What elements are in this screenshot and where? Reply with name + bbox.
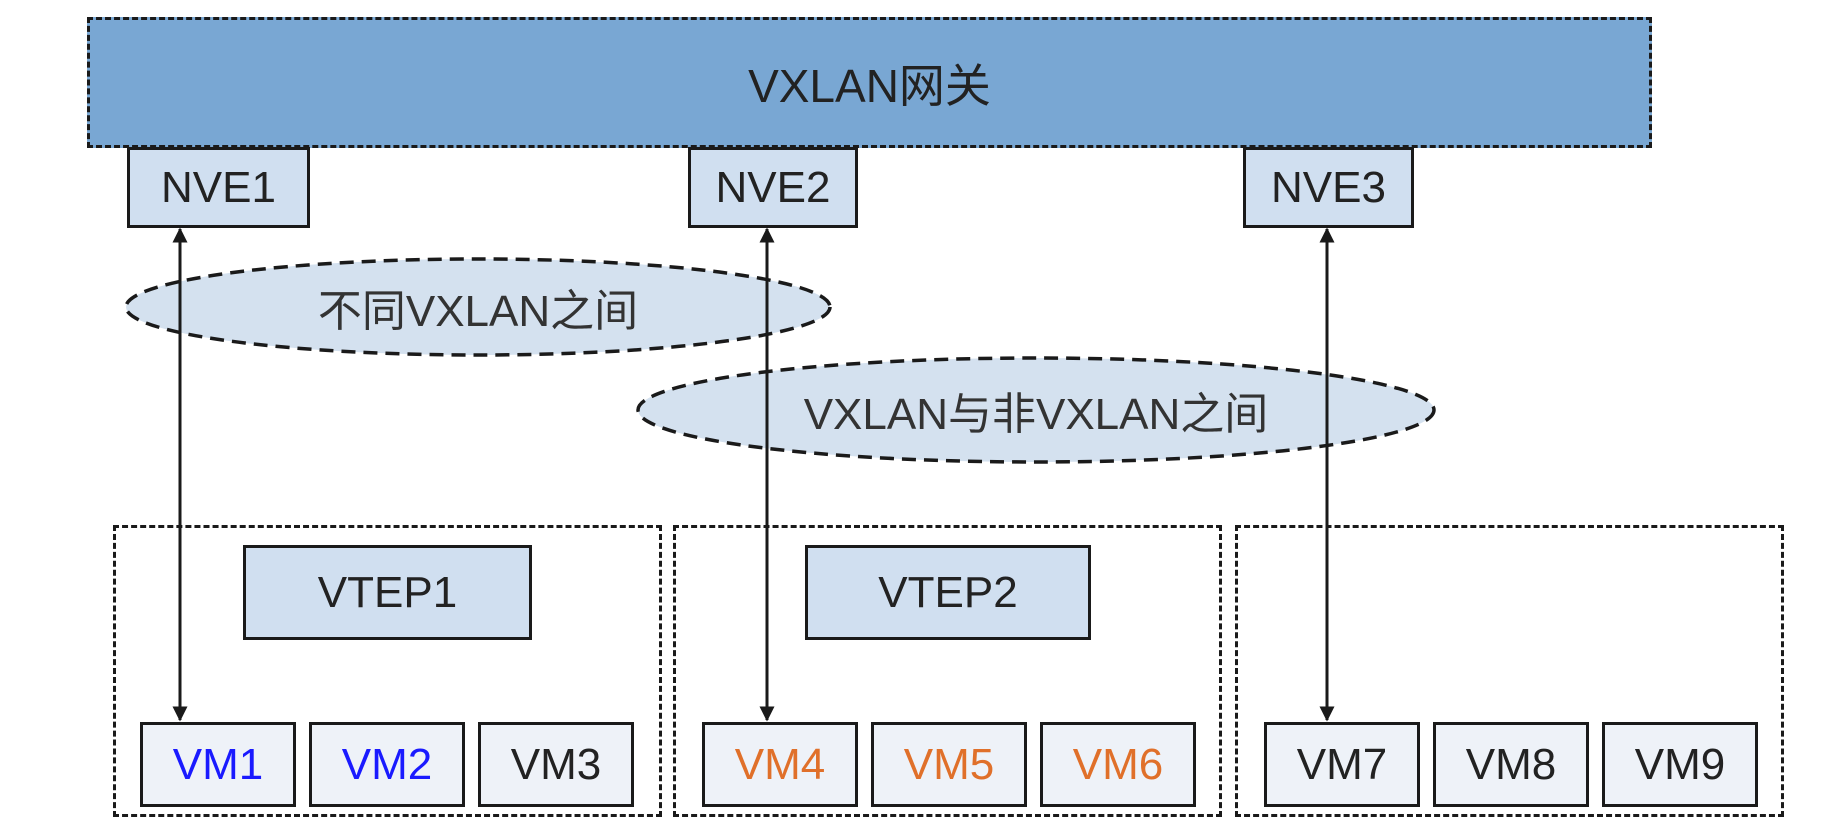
vm9-label: VM9: [1634, 739, 1726, 789]
gateway-label: VXLAN网关: [748, 59, 991, 112]
vxlan-gateway: VXLAN网关: [87, 17, 1652, 148]
vm7-label: VM7: [1296, 739, 1388, 789]
nve2-label: NVE2: [715, 162, 831, 212]
vm1-label: VM1: [172, 739, 264, 789]
nve3-label: NVE3: [1271, 162, 1386, 212]
vm8-label: VM8: [1465, 739, 1557, 789]
vxlan-nonvxlan-ellipse: [636, 356, 1436, 464]
nve3-box: NVE3: [1243, 147, 1414, 228]
vtep2-label: VTEP2: [878, 567, 1018, 617]
vm2-box: VM2: [309, 722, 465, 807]
vtep1-box: VTEP1: [243, 545, 532, 640]
vxlan-nonvxlan-label-box: VXLAN与非VXLAN之间: [640, 380, 1432, 440]
vtep1-group: [113, 525, 662, 817]
vm9-box: VM9: [1602, 722, 1758, 807]
between-vxlan-ellipse: [124, 257, 832, 357]
nve2-box: NVE2: [688, 147, 858, 228]
between-vxlan-label-box: 不同VXLAN之间: [128, 277, 828, 337]
vm3-label: VM3: [510, 739, 602, 789]
vm1-box: VM1: [140, 722, 296, 807]
nve1-box: NVE1: [127, 147, 310, 228]
vm7-box: VM7: [1264, 722, 1420, 807]
vm4-label: VM4: [734, 739, 826, 789]
between-vxlan-label: 不同VXLAN之间: [317, 287, 639, 336]
vtep1-label: VTEP1: [317, 567, 458, 617]
vxlan-nonvxlan-label: VXLAN与非VXLAN之间: [803, 390, 1269, 439]
vm3-box: VM3: [478, 722, 634, 807]
vm2-label: VM2: [341, 739, 433, 789]
vm8-box: VM8: [1433, 722, 1589, 807]
vm6-label: VM6: [1072, 739, 1164, 789]
vtep2-group: [673, 525, 1222, 817]
vm5-label: VM5: [903, 739, 995, 789]
nve1-label: NVE1: [161, 162, 276, 212]
vtep2-box: VTEP2: [805, 545, 1091, 640]
vm6-box: VM6: [1040, 722, 1196, 807]
non-vxlan-group: [1235, 525, 1784, 817]
vm5-box: VM5: [871, 722, 1027, 807]
vm4-box: VM4: [702, 722, 858, 807]
